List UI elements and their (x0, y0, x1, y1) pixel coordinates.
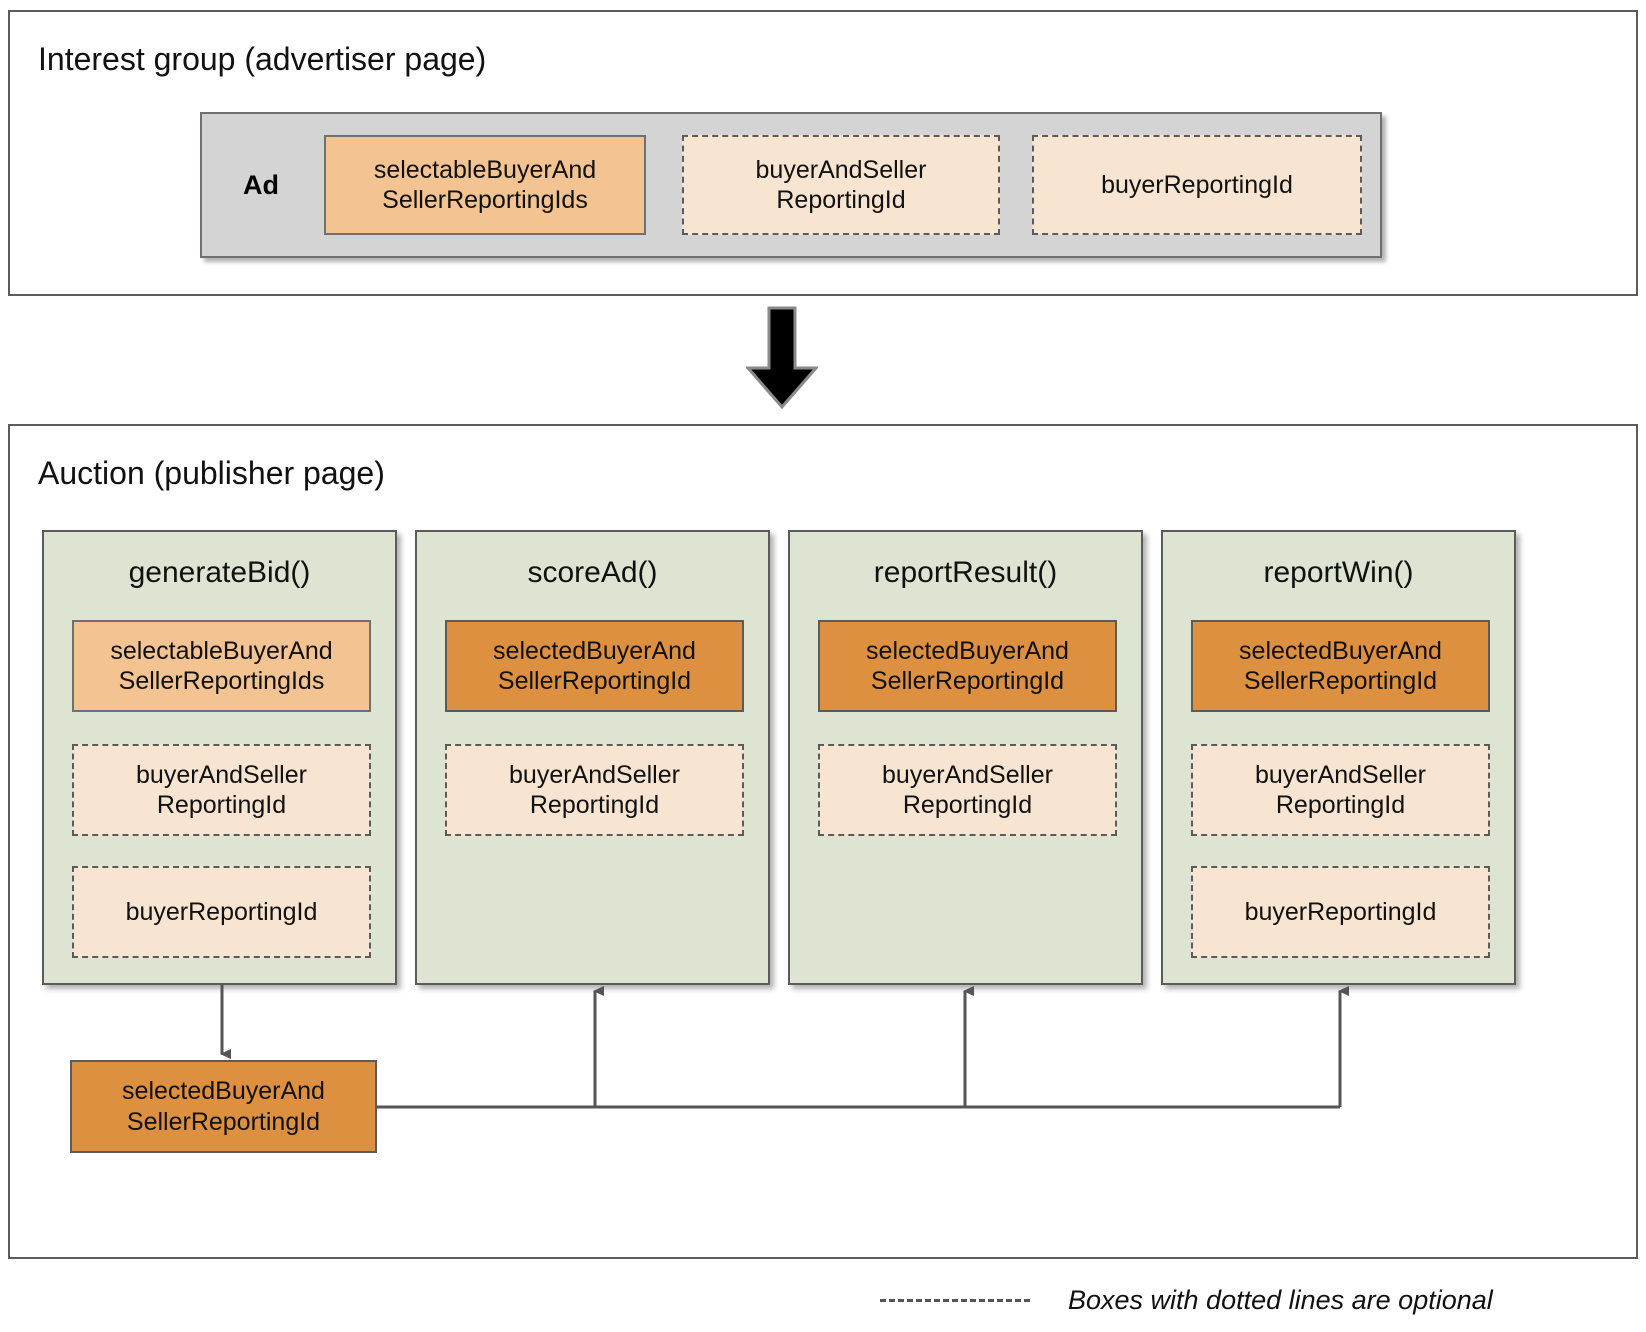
generatebid-token-selectable-buyer-and-seller-reporting-ids: selectableBuyerAnd SellerReportingIds (72, 620, 371, 712)
reportresult-token-selected-buyer-and-seller-reporting-id: selectedBuyerAnd SellerReportingId (818, 620, 1117, 712)
reportwin-token-buyer-and-seller-reporting-id: buyerAndSeller ReportingId (1191, 744, 1490, 836)
reportwin-token-buyer-reporting-id: buyerReportingId (1191, 866, 1490, 958)
function-column-reportresult: reportResult() selectedBuyerAnd SellerRe… (788, 530, 1143, 985)
ad-strip: Ad selectableBuyerAnd SellerReportingIds… (200, 112, 1382, 258)
ig-token-selectable-buyer-and-seller-reporting-ids: selectableBuyerAnd SellerReportingIds (324, 135, 646, 235)
legend-dashed-line-sample (880, 1298, 1030, 1302)
legend-label: Boxes with dotted lines are optional (1068, 1284, 1493, 1315)
ad-label: Ad (243, 169, 279, 200)
reportresult-token-buyer-and-seller-reporting-id: buyerAndSeller ReportingId (818, 744, 1117, 836)
reportwin-token-selected-buyer-and-seller-reporting-id: selectedBuyerAnd SellerReportingId (1191, 620, 1490, 712)
function-column-reportwin: reportWin() selectedBuyerAnd SellerRepor… (1161, 530, 1516, 985)
function-name-reportwin: reportWin() (1263, 556, 1414, 589)
ig-token-buyer-and-seller-reporting-id: buyerAndSeller ReportingId (682, 135, 1000, 235)
auction-title: Auction (publisher page) (38, 455, 385, 491)
generatebid-token-buyer-and-seller-reporting-id: buyerAndSeller ReportingId (72, 744, 371, 836)
function-name-generatebid: generateBid() (128, 556, 311, 589)
interest-group-title: Interest group (advertiser page) (38, 41, 487, 77)
scoread-token-selected-buyer-and-seller-reporting-id: selectedBuyerAnd SellerReportingId (445, 620, 744, 712)
function-column-scoread: scoreAd() selectedBuyerAnd SellerReporti… (415, 530, 770, 985)
function-name-scoread: scoreAd() (527, 556, 658, 589)
selected-buyer-and-seller-reporting-id-result-box: selectedBuyerAnd SellerReportingId (70, 1060, 377, 1153)
scoread-token-buyer-and-seller-reporting-id: buyerAndSeller ReportingId (445, 744, 744, 836)
ig-token-buyer-reporting-id: buyerReportingId (1032, 135, 1362, 235)
function-name-reportresult: reportResult() (873, 556, 1058, 589)
generatebid-token-buyer-reporting-id: buyerReportingId (72, 866, 371, 958)
down-arrow-icon (746, 306, 818, 410)
interest-group-panel: Interest group (advertiser page) Ad sele… (8, 10, 1638, 296)
function-column-generatebid: generateBid() selectableBuyerAnd SellerR… (42, 530, 397, 985)
legend: Boxes with dotted lines are optional (880, 1278, 1620, 1322)
